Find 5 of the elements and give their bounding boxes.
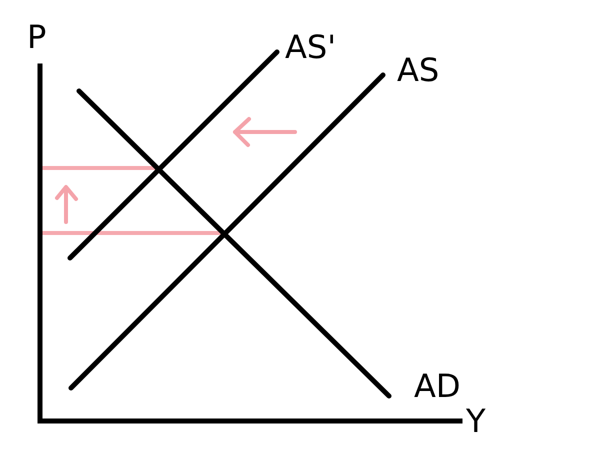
curve-label: AD (414, 370, 461, 402)
axis-label: Y (466, 405, 486, 437)
curve-label: AS' (285, 31, 336, 63)
curve-label: AS (397, 54, 440, 86)
axis-label: P (27, 21, 46, 53)
